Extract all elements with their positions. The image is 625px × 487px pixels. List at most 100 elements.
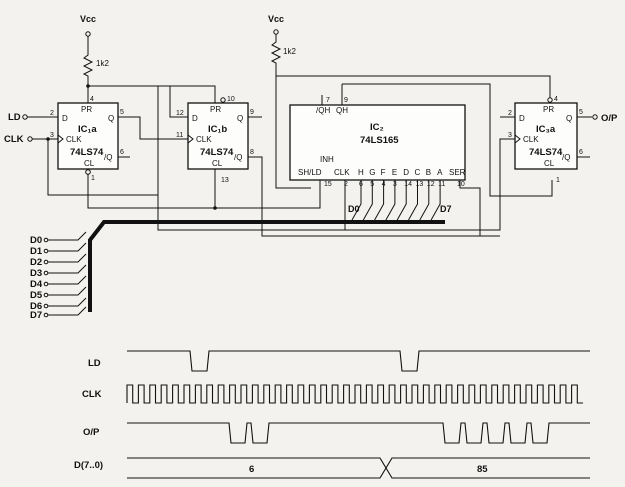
ic2-qh: QH bbox=[336, 106, 348, 115]
ic3a-pin: 3 bbox=[508, 132, 512, 139]
bus-tap bbox=[351, 180, 362, 221]
ic2-input-f: F bbox=[381, 168, 386, 177]
ic3a-pr: PR bbox=[543, 105, 554, 114]
resistor-right-label: 1k2 bbox=[283, 47, 296, 56]
ic2-input-pin: 12 bbox=[427, 181, 435, 188]
ic1a-pin: 1 bbox=[91, 175, 95, 182]
bus-tap bbox=[408, 180, 418, 221]
bus-d7-label: D7 bbox=[440, 204, 452, 214]
data-line-terminal bbox=[43, 292, 49, 298]
ic3a-chip: 4 PR 2 D IC₃a 3 CLK 74LS74 5 Q 6 /Q CL 1… bbox=[500, 96, 618, 184]
data-line-terminal bbox=[43, 237, 49, 243]
ic2-input-g: G bbox=[369, 168, 375, 177]
ic2-pin: 7 bbox=[326, 97, 330, 104]
data-line-wire bbox=[48, 297, 87, 307]
vcc-left-terminal bbox=[85, 31, 91, 37]
ic2-body bbox=[289, 104, 466, 181]
ic1a-pin: 6 bbox=[120, 149, 124, 156]
ic1b-pin: 10 bbox=[227, 96, 235, 103]
ic3a-pin: 1 bbox=[556, 177, 560, 184]
ic2-pin: 2 bbox=[344, 181, 348, 188]
ic1a-pin: 5 bbox=[120, 109, 124, 116]
data-line-terminal bbox=[43, 270, 49, 276]
vcc-right: Vcc 1k2 bbox=[268, 14, 551, 189]
ic1a-name: IC₁a bbox=[78, 124, 97, 135]
ic1a-d: D bbox=[62, 114, 68, 123]
wire-cl-to-shld bbox=[87, 180, 321, 209]
clock-triangle-icon bbox=[187, 134, 194, 144]
ic1a-cl: CL bbox=[84, 159, 95, 168]
vcc-right-label: Vcc bbox=[268, 14, 284, 24]
clock-triangle-icon bbox=[57, 134, 64, 144]
ic2-input-d: D bbox=[403, 168, 409, 177]
data-line-wire bbox=[48, 275, 87, 285]
data-line-terminal bbox=[43, 281, 49, 287]
resistor-right bbox=[270, 34, 282, 76]
wire-pr-ic1b bbox=[158, 85, 216, 98]
timing-label-data: D(7..0) bbox=[74, 460, 103, 471]
bus-line bbox=[88, 220, 445, 312]
ic1b-pin: 12 bbox=[176, 110, 184, 117]
ic1a-body bbox=[57, 102, 119, 170]
data-line-label: D3 bbox=[30, 268, 42, 279]
ic2-input-b: B bbox=[426, 168, 431, 177]
data-line-wire bbox=[48, 253, 87, 263]
data-line-wire bbox=[48, 264, 87, 274]
bus-tap bbox=[385, 180, 396, 221]
timing-label-clk: CLK bbox=[82, 389, 102, 400]
bus-d0-label: D0 bbox=[348, 204, 360, 214]
ic2-input-pin: 11 bbox=[438, 181, 445, 188]
data-line-terminal bbox=[43, 259, 49, 265]
ic1b-body bbox=[187, 102, 249, 170]
op-label: O/P bbox=[601, 113, 618, 124]
bus-tap bbox=[396, 180, 407, 221]
ic2-ser: SER bbox=[449, 168, 466, 177]
data-line-label: D0 bbox=[30, 235, 42, 246]
ic3a-qn: /Q bbox=[562, 153, 570, 162]
ic1b-q: Q bbox=[237, 114, 243, 123]
ic3a-type: 74LS74 bbox=[529, 147, 563, 158]
ic2-type: 74LS165 bbox=[360, 135, 399, 146]
wire-pullup-inh bbox=[275, 76, 311, 189]
bus-tap bbox=[419, 180, 430, 221]
timing-label-op: O/P bbox=[83, 427, 100, 438]
ic2-input-pin: 14 bbox=[404, 181, 412, 188]
data-line-wire bbox=[48, 306, 87, 316]
ic2-pin: 15 bbox=[324, 181, 332, 188]
wire-clk-to-ic3 bbox=[157, 138, 515, 231]
ic1a-pin: 2 bbox=[50, 110, 54, 117]
data-line-wire bbox=[48, 231, 87, 241]
vcc-right-terminal bbox=[273, 29, 279, 35]
ic3a-body bbox=[514, 102, 578, 170]
ic3a-name: IC₃a bbox=[536, 124, 556, 135]
clk-terminal bbox=[27, 136, 33, 142]
bus-tap bbox=[362, 180, 373, 221]
ic1b-cl: CL bbox=[212, 159, 223, 168]
wave-clk bbox=[126, 384, 583, 404]
clock-triangle-icon bbox=[514, 134, 521, 144]
clk-label: CLK bbox=[4, 134, 24, 145]
ic1b-clk: CLK bbox=[196, 135, 212, 144]
ic3a-cl: CL bbox=[544, 159, 555, 168]
data-line-terminal bbox=[43, 248, 49, 254]
ic2-pin: 9 bbox=[344, 97, 348, 104]
data-line-terminal bbox=[43, 312, 49, 318]
wire-d1b bbox=[169, 86, 188, 118]
ic2-pin: 10 bbox=[457, 181, 465, 188]
ic1a-pin: 4 bbox=[90, 96, 94, 103]
op-terminal bbox=[592, 114, 598, 120]
ic1b-chip: 10 PR 12 D IC₁b 11 CLK 74LS74 9 Q 8 /Q C… bbox=[87, 86, 500, 237]
ic3a-d: D bbox=[519, 114, 525, 123]
input-ld: LD bbox=[8, 112, 58, 123]
resistor-left bbox=[82, 36, 94, 98]
timing-diagram: LD CLK O/P D(7..0) 6 85 bbox=[74, 350, 590, 479]
ic1b-type: 74LS74 bbox=[200, 147, 234, 158]
data-line-label: D2 bbox=[30, 257, 42, 268]
wire-qn1b bbox=[248, 156, 500, 237]
ic2-input-a: A bbox=[437, 168, 443, 177]
data-value-first: 6 bbox=[249, 464, 254, 475]
data-line-label: D5 bbox=[30, 290, 43, 301]
ic1a-type: 74LS74 bbox=[70, 147, 104, 158]
ic2-clk: CLK bbox=[334, 168, 350, 177]
ic3a-pin: 4 bbox=[554, 96, 558, 103]
